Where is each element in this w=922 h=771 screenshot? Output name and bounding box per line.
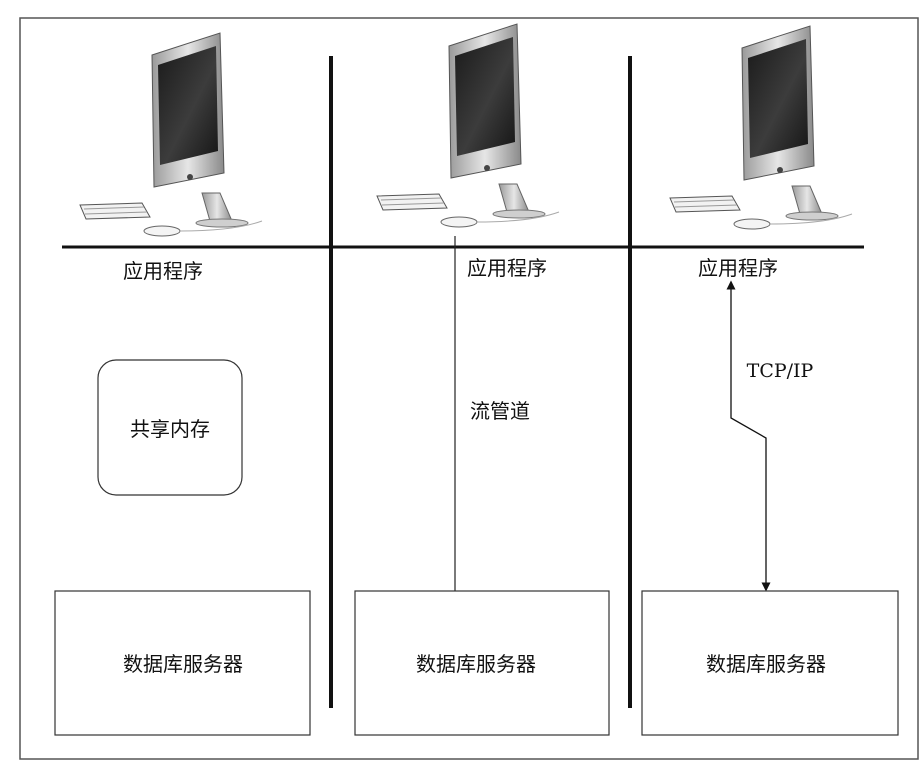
database-server-label-1: 数据库服务器 bbox=[123, 652, 243, 676]
database-server-label-2: 数据库服务器 bbox=[416, 652, 536, 676]
app-label-1: 应用程序 bbox=[123, 259, 203, 283]
app-label-3: 应用程序 bbox=[698, 256, 778, 280]
database-server-box-1 bbox=[54, 590, 311, 736]
shared-memory-label: 共享内存 bbox=[130, 417, 210, 441]
tcpip-arrow bbox=[726, 280, 771, 592]
app-label-2: 应用程序 bbox=[467, 256, 547, 280]
database-server-box-2 bbox=[354, 590, 610, 736]
database-server-box-3 bbox=[641, 590, 899, 736]
stream-pipe-label: 流管道 bbox=[470, 399, 530, 423]
shared-memory-box bbox=[97, 359, 243, 496]
tcpip-label: TCP/IP bbox=[747, 360, 814, 382]
database-server-label-3: 数据库服务器 bbox=[706, 652, 826, 676]
